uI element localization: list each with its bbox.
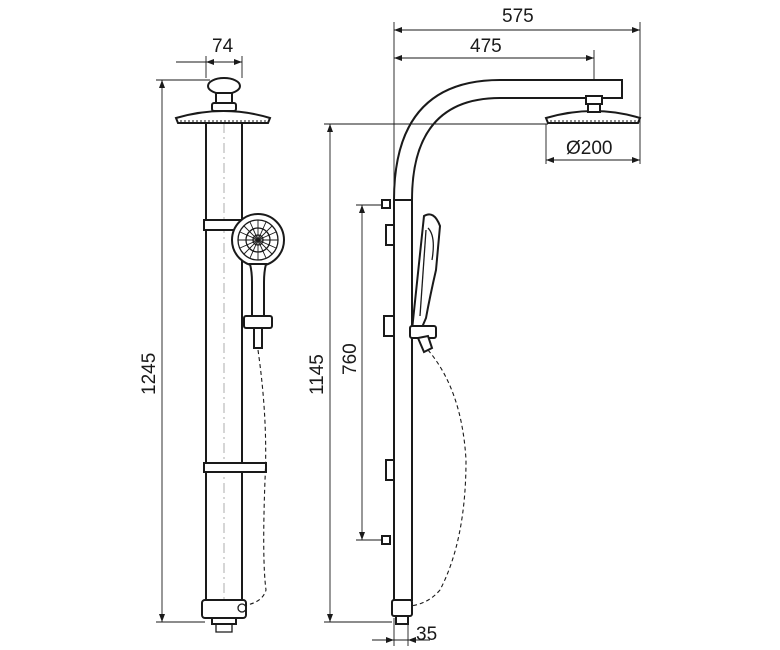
front-diverter: [201, 599, 247, 633]
side-hand-shower: [409, 213, 442, 354]
front-hose: [239, 349, 267, 607]
side-arm-reach-dimension: 475: [394, 36, 595, 90]
side-wall-offset-label: 35: [416, 624, 437, 645]
front-view: 74 1245: [139, 36, 285, 633]
front-height-label: 1245: [139, 353, 160, 395]
side-arm-reach-label: 475: [470, 36, 502, 57]
front-head-mount: [207, 77, 241, 112]
side-diverter: [391, 599, 413, 625]
front-hand-shower: [231, 213, 285, 349]
side-column: [381, 199, 413, 601]
side-total-reach-label: 575: [502, 6, 534, 27]
side-rain-head: [544, 103, 642, 124]
side-rail-length-dimension: 760: [340, 204, 382, 541]
front-height-dimension: 1245: [139, 79, 210, 623]
side-wall-offset-dimension: 35: [372, 618, 437, 646]
front-lower-clamp: [203, 462, 267, 473]
front-column: [205, 122, 243, 604]
side-head-diameter-dimension: Ø200: [545, 124, 640, 164]
front-shower-head: [174, 110, 272, 124]
side-height-label: 1145: [307, 354, 328, 395]
side-total-reach-dimension: 575: [393, 6, 641, 196]
side-head-diameter-label: Ø200: [566, 138, 612, 159]
side-rail-length-label: 760: [340, 343, 361, 375]
side-height-dimension: 1145: [307, 123, 548, 623]
front-width-dimension: 74: [176, 36, 243, 78]
side-hose: [409, 349, 467, 607]
side-view: 575 475 Ø200: [307, 6, 642, 646]
front-width-label: 74: [212, 36, 234, 57]
